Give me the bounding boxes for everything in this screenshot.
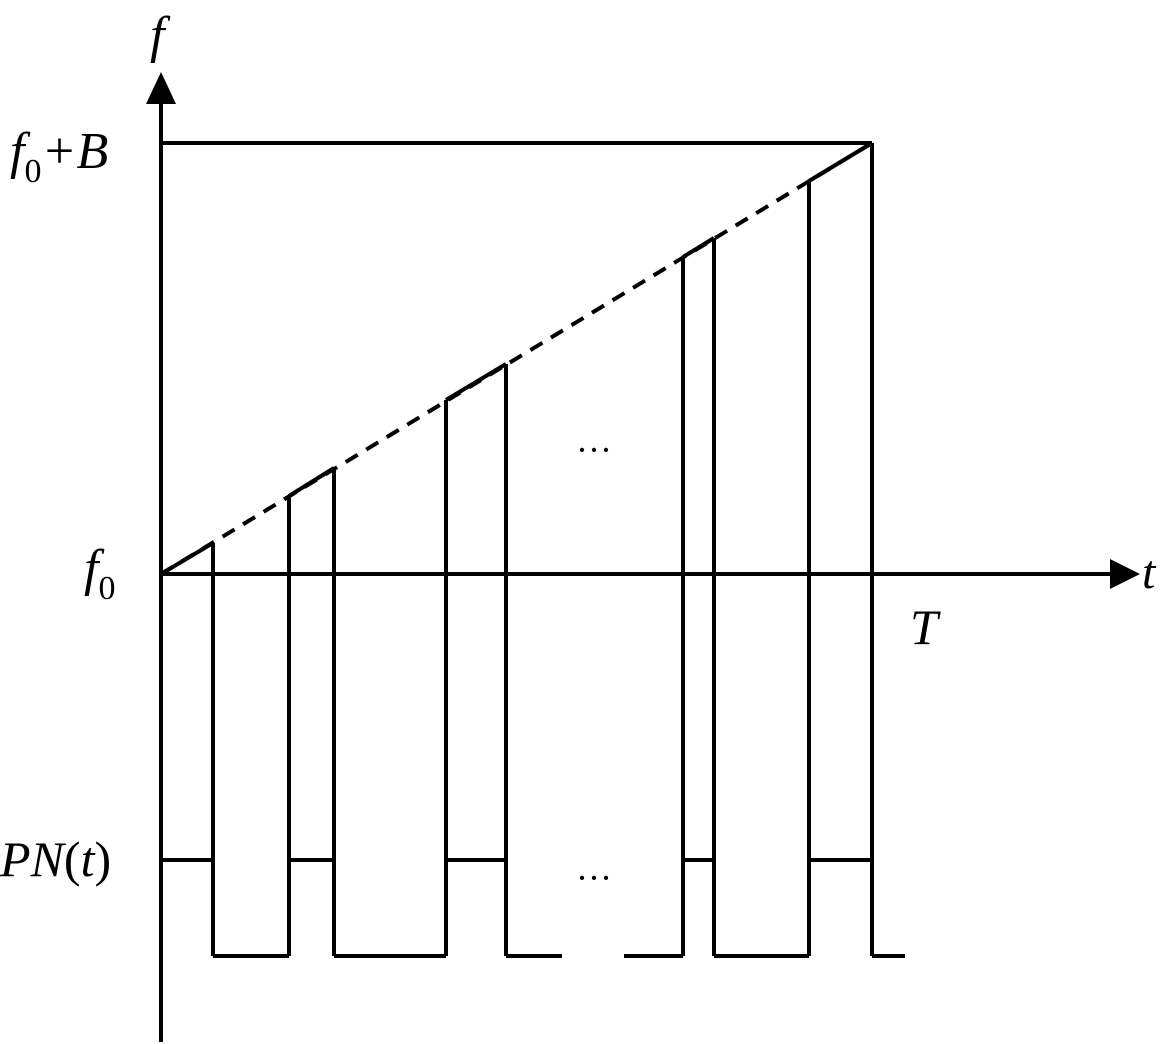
transition-lines <box>211 181 811 956</box>
f0-sub: 0 <box>98 570 115 607</box>
f0b-rest: +B <box>41 123 108 180</box>
chirp-segment <box>444 362 508 402</box>
f-axis-arrowhead <box>146 72 176 104</box>
pn-base: PN <box>0 831 67 887</box>
t-axis-label: t <box>1142 546 1157 599</box>
f-axis-label: f <box>150 7 171 64</box>
f0-label: f0 <box>84 540 115 607</box>
ellipsis-bottom: ··· <box>576 858 612 898</box>
period-t-label: T <box>910 599 941 655</box>
labels: f t f0+B f0 T PN(t) ··· ··· <box>0 7 1157 898</box>
frequency-bounds <box>161 141 874 956</box>
t-axis-arrowhead <box>1110 559 1140 589</box>
chirp-segment <box>287 466 336 498</box>
pn-label: PN(t) <box>0 831 111 887</box>
chirp-segment <box>681 236 716 259</box>
f0b-sub: 0 <box>24 153 41 190</box>
chirp-dashed-line <box>159 141 874 576</box>
ellipsis-top: ··· <box>576 430 612 470</box>
chirp-segment <box>807 141 874 183</box>
chirp-solid-segments <box>159 141 874 576</box>
chirp-segment <box>159 541 215 576</box>
pn-close: ) <box>94 831 111 887</box>
pn-var: t <box>81 831 96 887</box>
pn-open: ( <box>64 831 81 887</box>
axes <box>146 72 1140 1042</box>
pn-sequence <box>161 858 905 958</box>
f0-plus-b-label: f0+B <box>10 123 108 190</box>
